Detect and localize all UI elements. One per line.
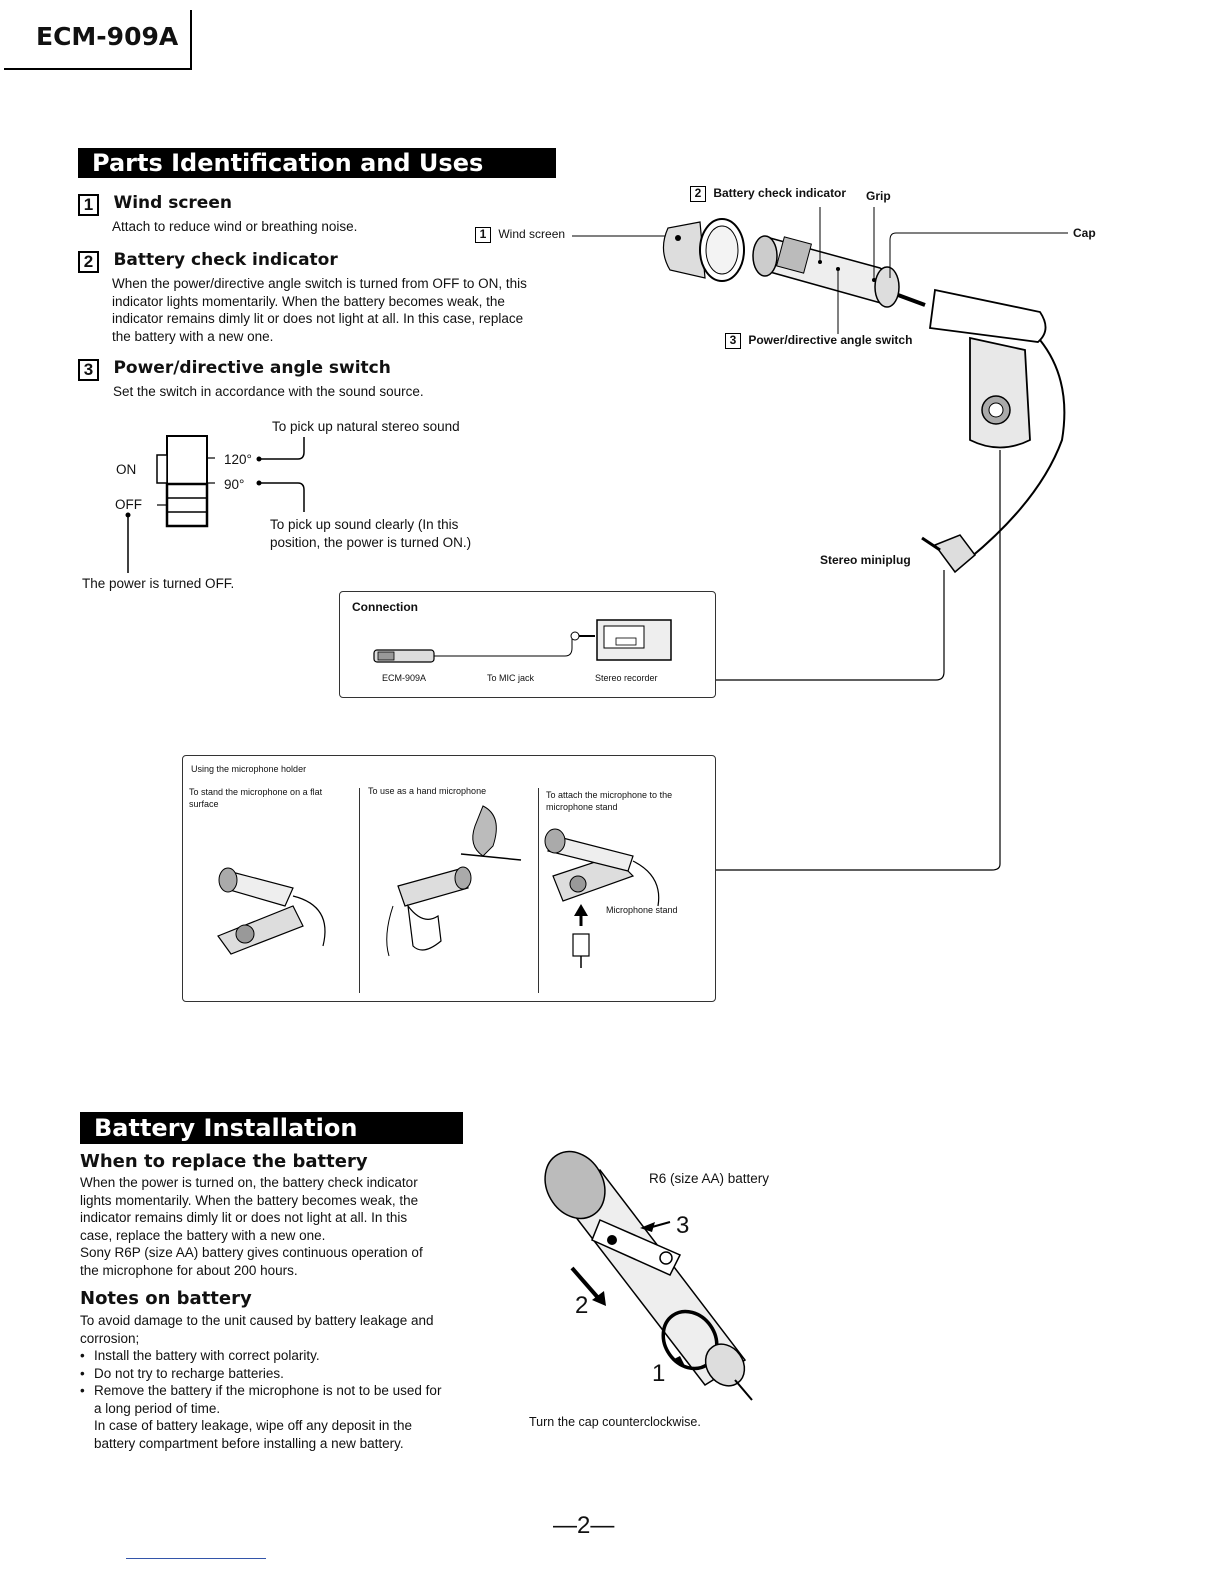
holder-box: Using the microphone holder To stand the… xyxy=(182,755,716,1002)
item-number: 2 xyxy=(78,251,99,273)
list-item: Do not try to recharge batteries. xyxy=(80,1365,480,1383)
caption-line: surface xyxy=(189,799,219,809)
label-switch: 3 Power/directive angle switch xyxy=(725,333,912,349)
label-wind-screen: 1 Wind screen xyxy=(475,227,565,243)
item-desc: When the power/directive angle switch is… xyxy=(112,275,527,345)
item-desc: Set the switch in accordance with the so… xyxy=(113,384,424,399)
step-1: 1 xyxy=(652,1360,666,1387)
holder-illustrations xyxy=(217,805,660,968)
item-wind-screen: 1 Wind screen xyxy=(78,193,232,216)
callout-text: Battery check indicator xyxy=(713,186,847,200)
switch-lower xyxy=(165,482,209,528)
angle-120-label: 120° xyxy=(224,452,252,467)
list-item: Install the battery with correct polarit… xyxy=(80,1347,480,1365)
cable xyxy=(969,339,1066,559)
holder-title: Using the microphone holder xyxy=(191,764,307,774)
list-item: Remove the battery if the microphone is … xyxy=(80,1382,480,1400)
desc-line: When the power/directive angle switch is… xyxy=(112,276,527,291)
label-battery-indicator: 2 Battery check indicator xyxy=(690,186,846,202)
battery-label: R6 (size AA) battery xyxy=(649,1171,770,1186)
page-number: —2— xyxy=(553,1512,615,1539)
caption-line: microphone stand xyxy=(546,802,618,812)
text-line: indicator remains dimly lit or does not … xyxy=(80,1210,408,1225)
connection-illustration xyxy=(373,619,672,663)
angle-90-label: 90° xyxy=(224,477,245,492)
desc-line: the battery with a new one. xyxy=(112,328,274,344)
connection-box: Connection ECM-909A To MIC jack Stereo r… xyxy=(339,591,716,698)
text-line: When the power is turned on, the battery… xyxy=(80,1175,418,1190)
battery-section-title: Battery Installation xyxy=(80,1112,463,1144)
item-switch: 3 Power/directive angle switch xyxy=(78,358,391,381)
connection-label: Stereo recorder xyxy=(595,673,658,683)
text-line: battery compartment before installing a … xyxy=(94,1435,404,1451)
bullet-continuation: a long period of time. In case of batter… xyxy=(80,1400,480,1453)
figure-caption: Turn the cap counterclockwise. xyxy=(529,1415,701,1429)
callout-number: 2 xyxy=(690,186,706,202)
callout-text: Power/directive angle switch xyxy=(748,333,913,347)
model-number: ECM-909A xyxy=(36,22,179,51)
replace-text: When the power is turned on, the battery… xyxy=(80,1174,423,1279)
text-line: a long period of time. xyxy=(94,1400,221,1416)
clear-note: To pick up sound clearly (In this positi… xyxy=(270,516,471,551)
text-line: In case of battery leakage, wipe off any… xyxy=(94,1418,412,1433)
label-miniplug: Stereo miniplug xyxy=(820,553,911,567)
wind-screen-end xyxy=(699,218,745,282)
desc-line: indicator lights momentarily. When the b… xyxy=(112,293,505,309)
note-line: To pick up sound clearly (In this xyxy=(270,517,459,532)
wind-screen-shape xyxy=(662,221,706,279)
cap-shape xyxy=(874,266,900,308)
item-number: 1 xyxy=(78,194,99,216)
panel-caption: To use as a hand microphone xyxy=(368,786,487,796)
item-title: Power/directive angle switch xyxy=(113,358,391,378)
text-line: case, replace the battery with a new one… xyxy=(80,1227,326,1243)
callout-number: 3 xyxy=(725,333,741,349)
desc-line: indicator remains dimly lit or does not … xyxy=(112,311,524,326)
replace-heading: When to replace the battery xyxy=(80,1151,368,1172)
caption-line: To attach the microphone to the xyxy=(546,790,673,800)
text-line: the microphone for about 200 hours. xyxy=(80,1262,298,1278)
note-line: position, the power is turned ON.) xyxy=(270,534,472,550)
model-header-frame xyxy=(4,10,192,70)
item-title: Battery check indicator xyxy=(113,250,338,270)
holder-clamp xyxy=(928,288,1047,343)
on-label: ON xyxy=(116,462,137,477)
text-line: corrosion; xyxy=(80,1330,140,1346)
callout-text: Wind screen xyxy=(498,227,566,241)
panel-caption: To attach the microphone to the micropho… xyxy=(546,789,672,813)
item-title: Wind screen xyxy=(113,193,232,213)
text-line: lights momentarily. When the battery bec… xyxy=(80,1192,419,1208)
step-2: 2 xyxy=(575,1292,589,1319)
switch-body xyxy=(166,435,208,527)
parts-section-title: Parts Identification and Uses xyxy=(78,148,556,178)
step-3: 3 xyxy=(676,1212,690,1239)
off-note: The power is turned OFF. xyxy=(82,576,235,591)
off-label: OFF xyxy=(115,497,142,512)
item-number: 3 xyxy=(78,359,99,381)
connection-label: To MIC jack xyxy=(487,673,535,683)
panel-divider xyxy=(359,788,360,993)
microphone-stand-label: Microphone stand xyxy=(606,905,678,915)
item-battery-indicator: 2 Battery check indicator xyxy=(78,250,338,273)
panel-divider xyxy=(538,788,539,993)
item-desc: Attach to reduce wind or breathing noise… xyxy=(112,219,358,234)
switch-knob xyxy=(156,454,168,484)
callout-number: 1 xyxy=(475,227,491,243)
label-grip: Grip xyxy=(866,189,891,203)
footer-rule xyxy=(126,1558,266,1559)
text-line: Sony R6P (size AA) battery gives continu… xyxy=(80,1245,423,1260)
notes-text: To avoid damage to the unit caused by ba… xyxy=(80,1312,480,1452)
label-cap: Cap xyxy=(1073,226,1096,240)
caption-line: To stand the microphone on a flat xyxy=(189,787,323,797)
miniplug-shape xyxy=(933,534,977,574)
notes-heading: Notes on battery xyxy=(80,1288,252,1309)
connection-label: ECM-909A xyxy=(382,673,427,683)
notes-list: Install the battery with correct polarit… xyxy=(80,1347,480,1400)
panel-caption: To stand the microphone on a flat surfac… xyxy=(189,786,322,810)
holder-base xyxy=(969,336,1031,449)
stereo-note: To pick up natural stereo sound xyxy=(272,419,460,434)
text-line: To avoid damage to the unit caused by ba… xyxy=(80,1313,434,1328)
connection-title: Connection xyxy=(352,600,418,614)
mic-body xyxy=(769,237,896,306)
